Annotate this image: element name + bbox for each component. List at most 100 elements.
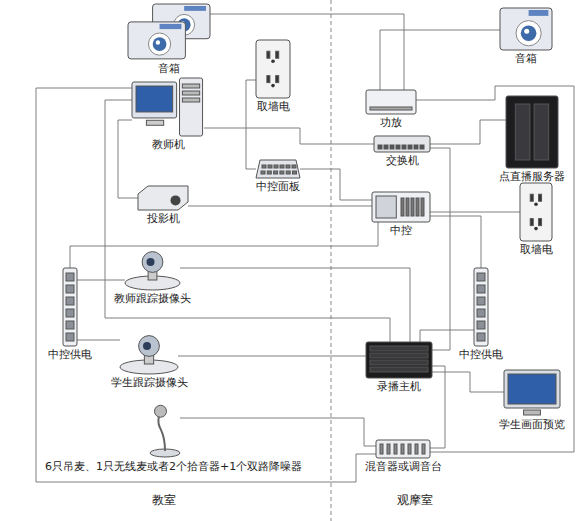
tracking-camera: 学生跟踪摄像头: [120, 334, 178, 374]
cable-line: [416, 86, 574, 452]
panel-key: [280, 165, 284, 168]
monitor-frame: [504, 370, 560, 408]
socket-slot: [276, 51, 279, 58]
control-panel-icon: [256, 160, 300, 178]
monitor-stand: [524, 410, 541, 415]
switch-port: [402, 145, 406, 149]
mixer-body: [376, 440, 430, 458]
room-divider: [331, 0, 332, 521]
socket-slot: [539, 194, 542, 201]
cable-line: [432, 372, 504, 392]
tracking-camera-icon: [125, 250, 180, 290]
wall-power-icon: [256, 40, 290, 98]
cable-line: [430, 148, 450, 350]
power-strip: 中控供电: [63, 268, 77, 346]
preview-monitor: 学生画面预览: [504, 370, 560, 416]
strip-socket: [66, 285, 74, 293]
camera-lens: [143, 342, 151, 350]
cable-line: [204, 128, 374, 144]
panel-key: [262, 165, 266, 168]
outlet-plate: [520, 183, 552, 241]
power-strip-icon: [474, 268, 488, 346]
socket-ground: [534, 202, 538, 206]
switch-port: [396, 145, 400, 149]
cable-line: [70, 222, 378, 268]
panel-key: [268, 165, 272, 168]
power-strip-icon: [63, 268, 77, 346]
cable-line: [300, 169, 372, 200]
strip-socket: [477, 309, 485, 317]
controller-vent: [421, 198, 424, 216]
recording-host-icon: [366, 342, 432, 378]
cable-line: [420, 330, 474, 342]
monitor-screen: [136, 86, 173, 112]
socket-ground: [271, 59, 275, 63]
camera-head: [142, 252, 163, 273]
mic-stem: [158, 415, 165, 451]
camera-lens: [147, 258, 155, 266]
pc-tower: [180, 78, 203, 136]
panel-body: [256, 160, 300, 178]
device-label: 音箱: [514, 52, 538, 65]
device-label: 6只吊麦、1只无线麦或者2个拾音器+1个双路降噪器: [44, 460, 303, 473]
microphone: 6只吊麦、1只无线麦或者2个拾音器+1个双路降噪器: [150, 405, 180, 457]
preview-monitor-icon: [504, 370, 560, 416]
device-label: 中控: [389, 224, 413, 237]
strip-socket: [66, 321, 74, 329]
room-label: 教室: [150, 493, 178, 507]
drive-bay: [182, 91, 199, 95]
drive-bay: [182, 98, 199, 102]
mixer-fader: [394, 444, 397, 454]
mic-head: [155, 405, 167, 417]
projector-icon: [138, 186, 188, 210]
control-panel: 中控面板: [256, 160, 300, 178]
controller-vent: [401, 198, 404, 216]
strip-socket: [66, 297, 74, 305]
socket-ground: [534, 227, 538, 231]
host-bay: [370, 353, 428, 358]
socket-slot: [267, 76, 270, 83]
speaker-pair: 音箱: [128, 4, 210, 60]
teacher-computer: 教师机: [132, 78, 204, 136]
cable-line: [180, 418, 376, 446]
controller-panel: [376, 196, 396, 218]
recording-host: 录播主机: [366, 342, 432, 378]
device-label: 录播主机: [376, 380, 422, 393]
network-switch: 交换机: [374, 136, 430, 152]
device-label: 中控供电: [458, 348, 504, 361]
host-bay: [370, 367, 428, 372]
panel-key: [267, 171, 271, 174]
panel-key: [292, 165, 296, 168]
server-body: [506, 96, 558, 168]
device-label: 中控供电: [47, 348, 93, 361]
mixer-fader: [401, 444, 404, 454]
streaming-server-icon: [506, 96, 558, 168]
wall-power: 取墙电: [520, 183, 552, 241]
strip-socket: [66, 333, 74, 341]
speaker-icon: [500, 8, 552, 50]
host-body: [366, 342, 432, 378]
socket-slot: [530, 219, 533, 226]
cable-line: [178, 356, 366, 357]
controller-vent: [411, 198, 414, 216]
projector-body: [138, 186, 188, 210]
switch-port: [384, 145, 388, 149]
switch-port: [408, 145, 412, 149]
streaming-server: 点直播服务器: [506, 96, 558, 168]
socket-slot: [539, 219, 542, 226]
speaker: 音箱: [500, 8, 552, 50]
panel-key: [280, 171, 284, 174]
amp-body: [366, 90, 416, 114]
cable-line: [188, 206, 372, 207]
strip-socket: [477, 321, 485, 329]
switch-port: [414, 145, 418, 149]
cable-line: [430, 366, 445, 448]
switch-port: [420, 145, 424, 149]
microphone-icon: [150, 405, 180, 457]
controller-vent: [416, 198, 419, 216]
projector-lens: [171, 195, 181, 205]
outlet-plate: [256, 40, 290, 98]
amp-trim: [370, 107, 412, 110]
strip-socket: [477, 297, 485, 305]
